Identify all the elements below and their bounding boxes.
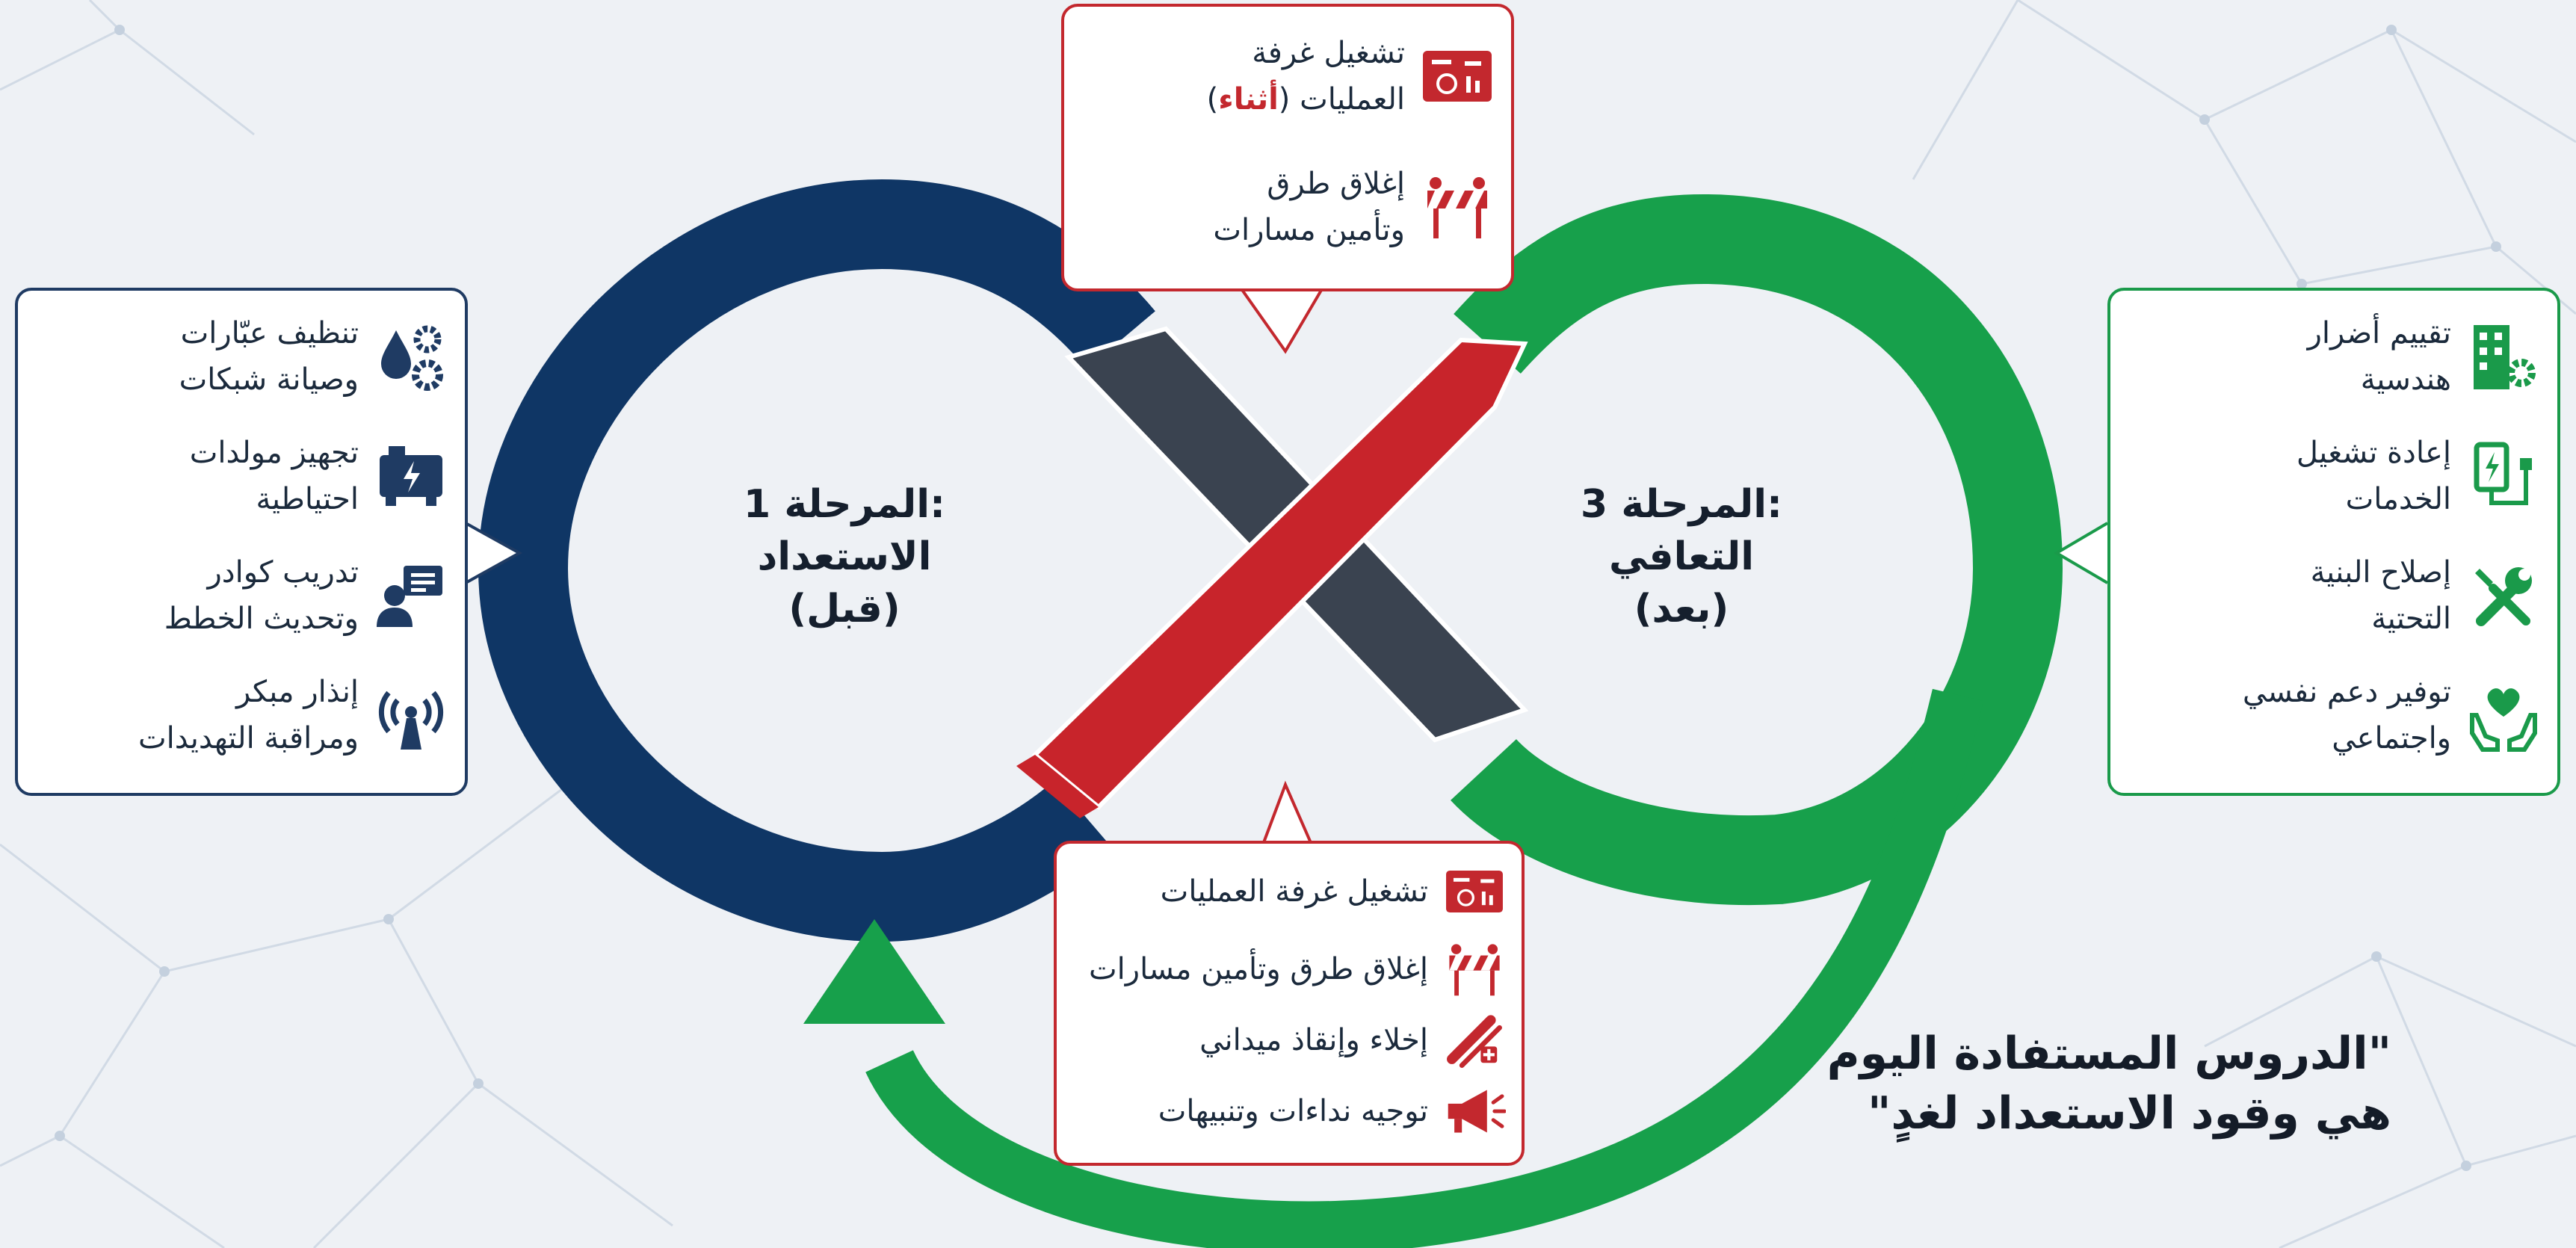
loop-after-arc bbox=[1451, 194, 2063, 906]
quote-line-2: هي وقود الاستعداد لغدٍ" bbox=[1868, 1087, 2391, 1140]
left-callout-pointer bbox=[465, 522, 523, 584]
rescue-icon bbox=[1443, 1009, 1506, 1072]
during-top-item-control-room: تشغيل غرفة العمليات (أثناء) bbox=[1091, 30, 1495, 123]
power-restore-icon bbox=[2466, 439, 2541, 513]
during-top-item-2-line2: وتأمين مسارات bbox=[1213, 213, 1405, 247]
after-item-1-line1: تقييم أضرار bbox=[2307, 316, 2451, 350]
control-room-icon bbox=[1420, 46, 1495, 106]
after-item-repair-infrastructure: إصلاح البنية التحتية bbox=[2137, 549, 2541, 642]
after-item-restart-services: إعادة تشغيل الخدمات bbox=[2137, 430, 2541, 522]
phase3-timing: (بعد) bbox=[1634, 587, 1729, 631]
phase1-label: المرحلة 1: الاستعداد (قبل) bbox=[717, 478, 972, 635]
building-gear-icon bbox=[2466, 319, 2541, 394]
before-item-1-line2: وصيانة شبكات bbox=[179, 362, 359, 397]
cross-red-band bbox=[1031, 337, 1528, 811]
phase3-label: المرحلة 3: التعافي (بعد) bbox=[1554, 478, 1809, 635]
bottom-callout-pointer bbox=[1261, 780, 1313, 845]
during-bottom-item-4-text: توجيه نداءات وتنبيهات bbox=[1158, 1094, 1428, 1128]
during-bottom-item-1-text: تشغيل غرفة العمليات bbox=[1160, 874, 1428, 909]
barrier-icon bbox=[1443, 938, 1506, 1001]
top-callout-pointer bbox=[1239, 286, 1324, 354]
after-item-4-line2: واجتماعي bbox=[2332, 721, 2451, 756]
loop-before-arc bbox=[478, 179, 1155, 942]
during-bottom-item-2-text: إغلاق طرق وتأمين مسارات bbox=[1089, 952, 1428, 986]
during-bottom-panel bbox=[1054, 841, 1525, 1166]
generator-icon bbox=[374, 439, 448, 513]
during-bottom-item-3-text: إخلاء وإنقاذ ميداني bbox=[1199, 1023, 1428, 1057]
drop-gears-icon bbox=[374, 315, 448, 398]
phase3-title: المرحلة 3: bbox=[1581, 482, 1782, 527]
before-item-early-warning: إنذار مبكر ومراقبة التهديدات bbox=[45, 669, 448, 762]
during-top-item-1-line2: العمليات (أثناء) bbox=[1207, 76, 1405, 123]
before-item-2-line2: احتياطية bbox=[256, 482, 359, 516]
lessons-learned-quote: "الدروس المستفادة اليوم هي وقود الاستعدا… bbox=[1719, 1024, 2391, 1143]
right-callout-pointer bbox=[2054, 522, 2109, 584]
after-item-1-line2: هندسية bbox=[2360, 362, 2451, 397]
return-arc bbox=[865, 688, 1984, 1248]
trainer-icon bbox=[374, 558, 448, 633]
before-item-1-line1: تنظيف عبّارات bbox=[180, 316, 359, 350]
cross-red-band-tail bbox=[1016, 755, 1099, 818]
during-top-item-1-line1: تشغيل غرفة bbox=[1252, 36, 1405, 70]
after-item-4-line1: توفير دعم نفسي bbox=[2242, 675, 2451, 709]
before-item-3-line1: تدريب كوادر bbox=[207, 555, 359, 590]
during-top-item-road-closure: إغلاق طرق وتأمين مسارات bbox=[1091, 161, 1495, 253]
wrench-screwdriver-icon bbox=[2466, 558, 2541, 633]
after-item-3-line2: التحتية bbox=[2371, 602, 2451, 636]
after-item-damage-assessment: تقييم أضرار هندسية bbox=[2137, 310, 2541, 403]
during-top-item-1-text-a: العمليات ( bbox=[1278, 82, 1405, 117]
heart-hands-icon bbox=[2466, 678, 2541, 753]
antenna-icon bbox=[374, 678, 448, 753]
during-bottom-item-4: توجيه نداءات وتنبيهات bbox=[1076, 1080, 1506, 1143]
during-accent-word: أثناء bbox=[1218, 82, 1279, 117]
barrier-icon bbox=[1420, 170, 1495, 244]
before-item-clean-culverts: تنظيف عبّارات وصيانة شبكات bbox=[45, 310, 448, 403]
after-item-psychosocial-support: توفير دعم نفسي واجتماعي bbox=[2137, 669, 2541, 762]
after-item-2-line2: الخدمات bbox=[2345, 482, 2451, 516]
phase1-name: الاستعداد bbox=[757, 534, 932, 579]
phase1-title: المرحلة 1: bbox=[744, 482, 945, 527]
quote-line-1: "الدروس المستفادة اليوم bbox=[1826, 1028, 2391, 1080]
control-room-icon bbox=[1443, 867, 1506, 916]
phase3-name: التعافي bbox=[1608, 534, 1755, 579]
megaphone-icon bbox=[1443, 1080, 1506, 1143]
phase1-timing: (قبل) bbox=[788, 587, 901, 631]
before-item-4-line2: ومراقبة التهديدات bbox=[138, 721, 359, 756]
before-item-3-line2: وتحديث الخطط bbox=[164, 602, 359, 636]
during-bottom-item-3: إخلاء وإنقاذ ميداني bbox=[1076, 1009, 1506, 1072]
during-top-item-2-line1: إغلاق طرق bbox=[1267, 167, 1405, 201]
during-bottom-item-2: إغلاق طرق وتأمين مسارات bbox=[1076, 938, 1506, 1001]
before-item-generators: تجهيز مولدات احتياطية bbox=[45, 430, 448, 522]
before-item-4-line1: إنذار مبكر bbox=[235, 675, 359, 709]
during-bottom-item-1: تشغيل غرفة العمليات bbox=[1076, 867, 1506, 916]
after-item-2-line1: إعادة تشغيل bbox=[2296, 436, 2451, 470]
return-arrowhead bbox=[803, 919, 945, 1024]
before-item-2-line1: تجهيز مولدات bbox=[189, 436, 359, 470]
after-item-3-line1: إصلاح البنية bbox=[2310, 555, 2451, 590]
during-top-item-1-text-b: ) bbox=[1206, 82, 1219, 117]
before-item-training: تدريب كوادر وتحديث الخطط bbox=[45, 549, 448, 642]
